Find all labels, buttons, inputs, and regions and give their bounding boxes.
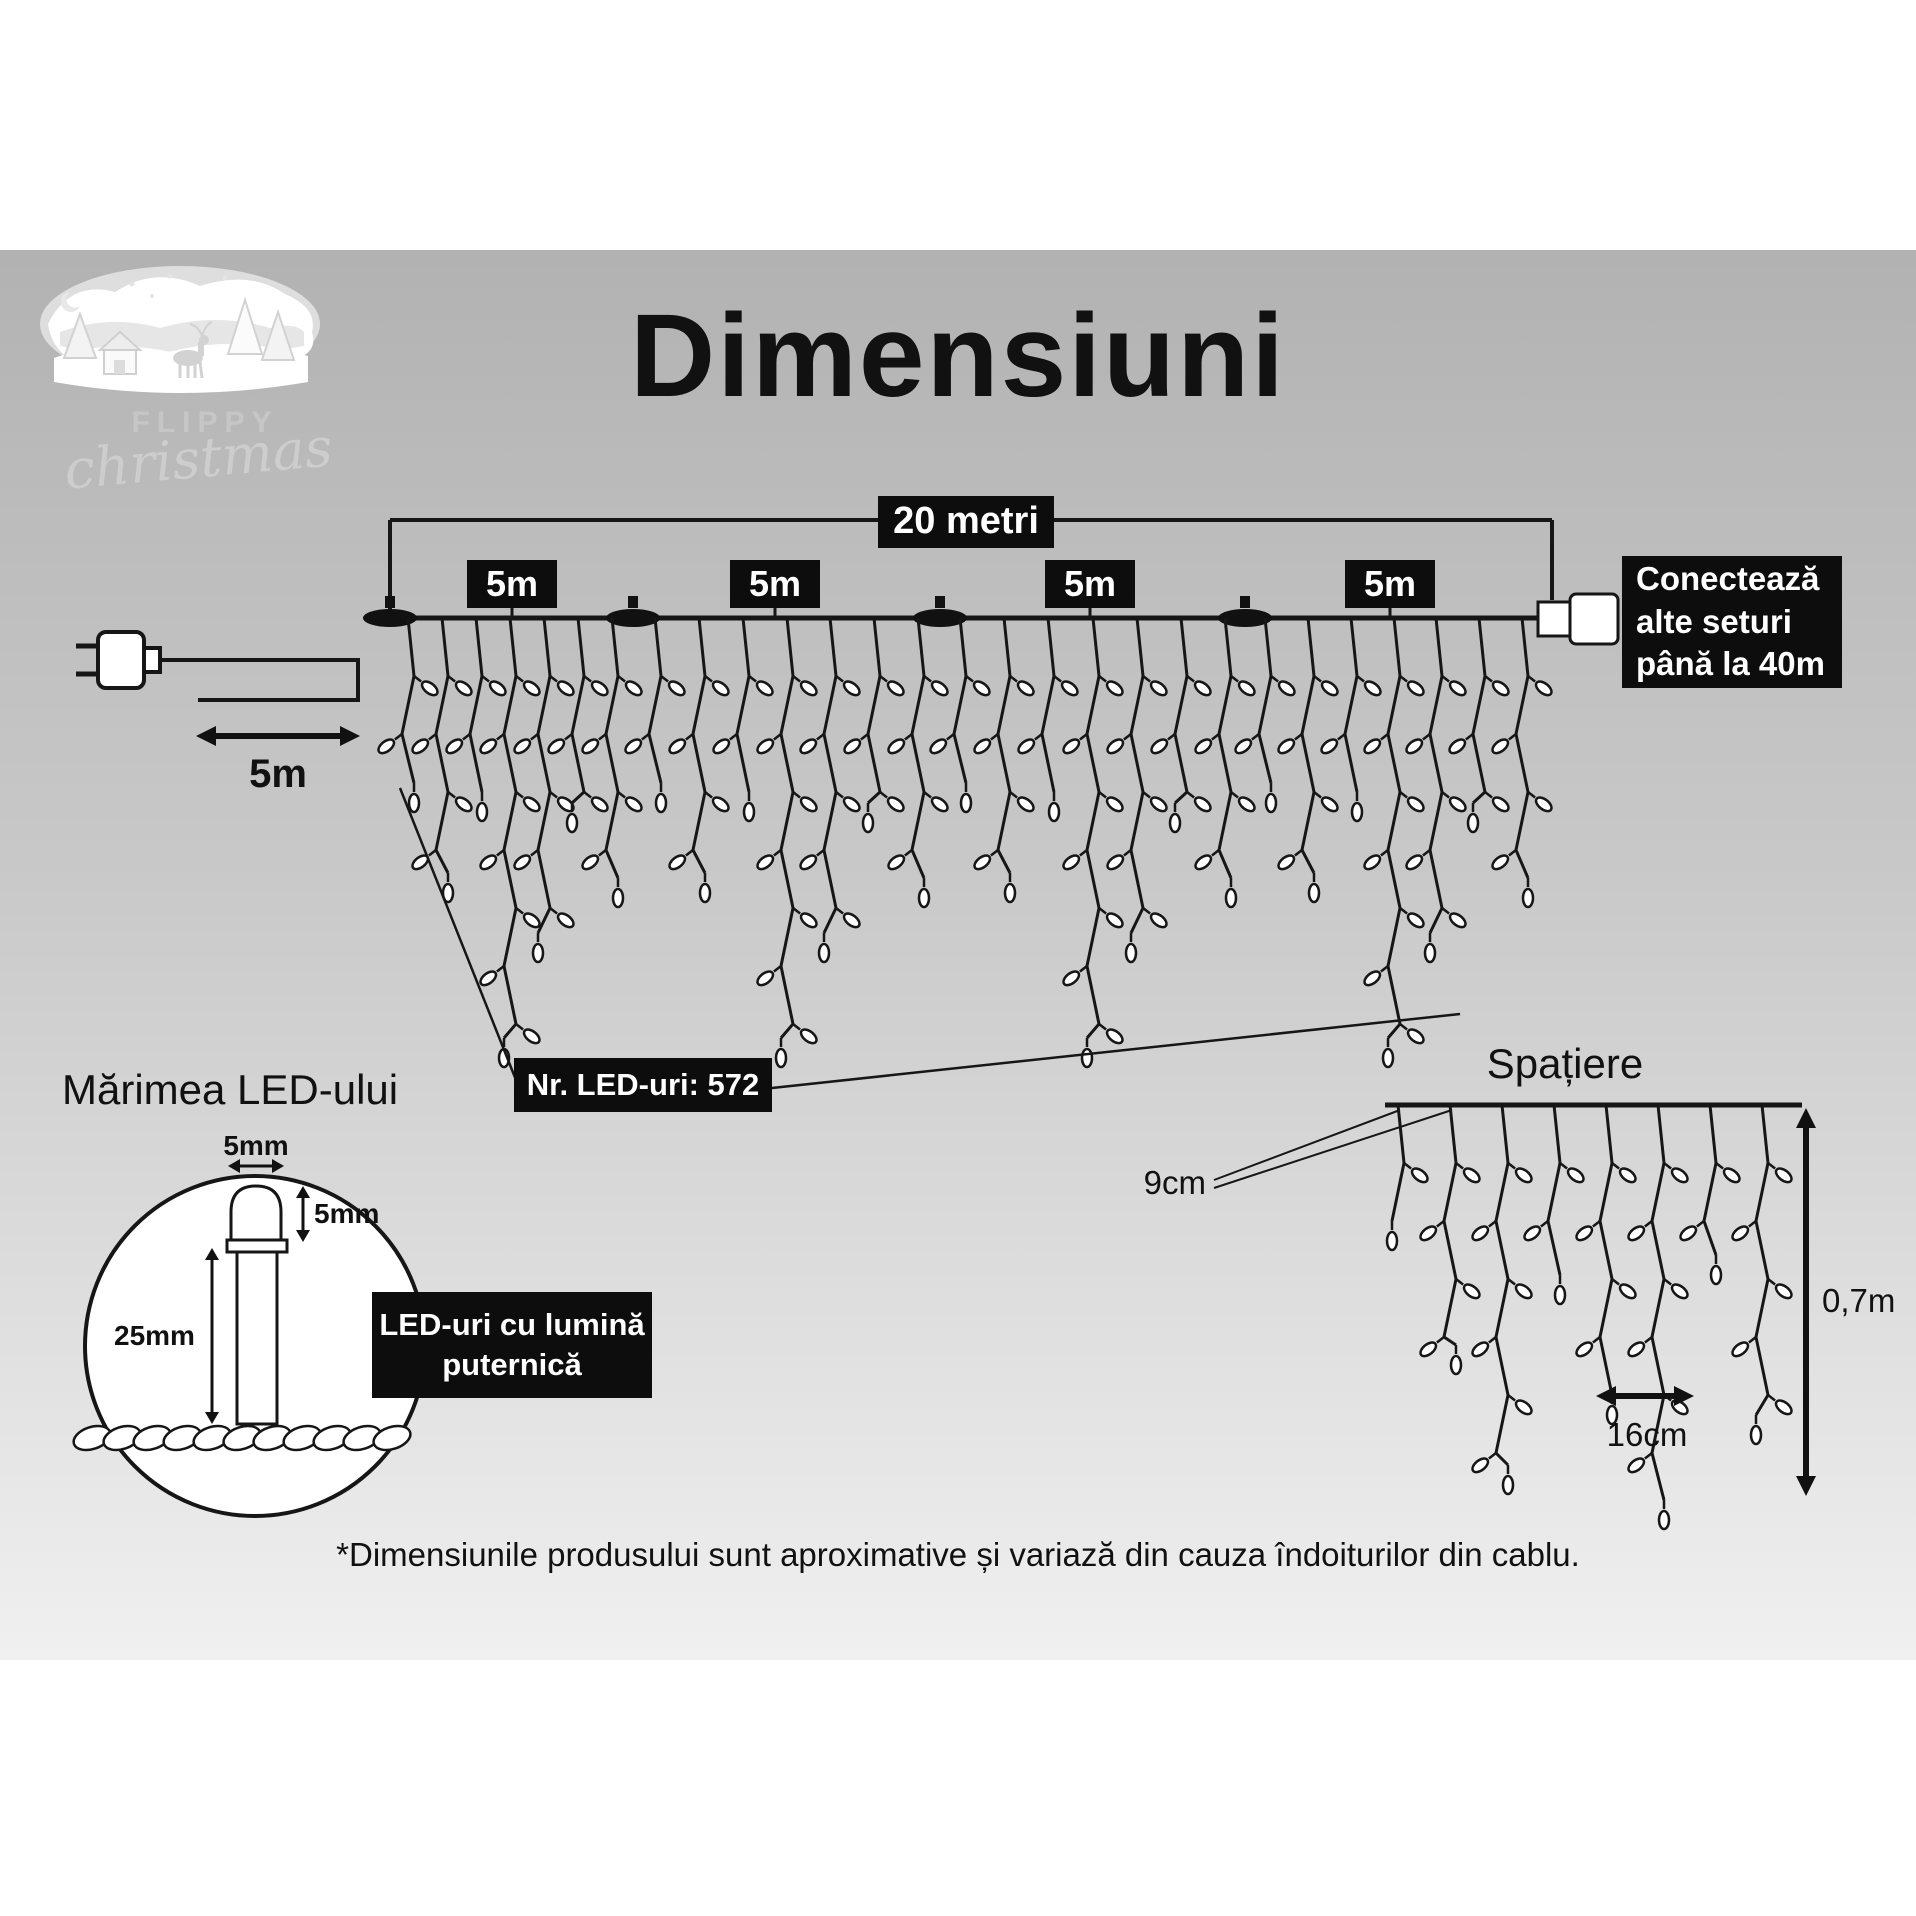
led-callout-line: LED-uri cu lumină: [379, 1306, 645, 1342]
brand-logo: FLIPPY christmas: [40, 266, 335, 502]
deer-icon: [173, 321, 213, 379]
wire-connector-icon: [363, 596, 1272, 627]
led-count-pointer-lines: [398, 787, 1461, 1090]
total-length-label: 20 metri: [878, 496, 1054, 548]
connect-info-line: Conectează: [1636, 559, 1820, 597]
body-length-label: 25mm: [114, 1320, 195, 1351]
moon-icon: [60, 292, 80, 312]
led-bulb: [229, 1184, 283, 1242]
brand-script-name: christmas: [62, 415, 335, 501]
bulb-height-arrow: [296, 1186, 310, 1242]
drop-length-label: 0,7m: [1822, 1282, 1896, 1319]
bulb-width-arrow: [228, 1159, 284, 1173]
drop-gap-label: 16cm: [1606, 1416, 1688, 1453]
star-icon: [222, 275, 228, 281]
brand-name: FLIPPY: [131, 406, 278, 439]
icicle-light-curtain: [377, 617, 1553, 1069]
tree-icon: [260, 308, 296, 361]
star-icon: [129, 281, 135, 287]
led-collar: [225, 1238, 289, 1254]
twisted-cable-icon: [72, 1424, 412, 1452]
connect-info-line: până la 40m: [1636, 645, 1825, 683]
led-size-heading: Mărimea LED-ului: [62, 1066, 399, 1113]
connect-info-line: alte seturi: [1636, 602, 1792, 640]
led-callout-line: puternică: [442, 1347, 582, 1382]
led-body: [235, 1244, 279, 1426]
body-length-arrow: [205, 1248, 219, 1424]
drop-gap-arrow: [1596, 1386, 1694, 1406]
segment-label: 5m: [1345, 560, 1435, 608]
segment-label: 5m: [1045, 560, 1135, 608]
spacing-drops: [1385, 1104, 1793, 1531]
spacing-heading: Spațiere: [1486, 1040, 1644, 1087]
power-plug-icon: [76, 630, 360, 702]
tree-icon: [62, 311, 98, 359]
footnote: *Dimensiunile produsului sunt aproximati…: [336, 1536, 1580, 1573]
page-title: Dimensiuni: [630, 290, 1286, 422]
segment-label: 5m: [467, 560, 557, 608]
segment-label: 5m: [730, 560, 820, 608]
spacing-diagram-art: [1213, 1102, 1816, 1531]
lead-length-arrow: [196, 726, 360, 746]
tree-icon: [226, 296, 264, 355]
lead-length-label: 5m: [249, 752, 307, 796]
led-gap-label: 9cm: [1143, 1164, 1206, 1201]
star-icon: [167, 273, 173, 279]
led-zoom-detail: [72, 1159, 427, 1518]
led-callout-box: LED-uri cu lumină puternică: [372, 1292, 652, 1398]
bulb-height-label: 5mm: [314, 1198, 380, 1229]
sparkle-icon: [150, 294, 154, 298]
bulb-width-label: 5mm: [223, 1130, 289, 1161]
main-wire: [363, 596, 1542, 627]
house-icon: [97, 330, 143, 375]
led-count-label: Nr. LED-uri: 572: [514, 1058, 772, 1112]
drop-length-arrow: [1796, 1108, 1816, 1496]
end-connector-icon: [1536, 592, 1620, 646]
connect-info-box: Conectează alte seturi până la 40m: [1622, 556, 1842, 688]
